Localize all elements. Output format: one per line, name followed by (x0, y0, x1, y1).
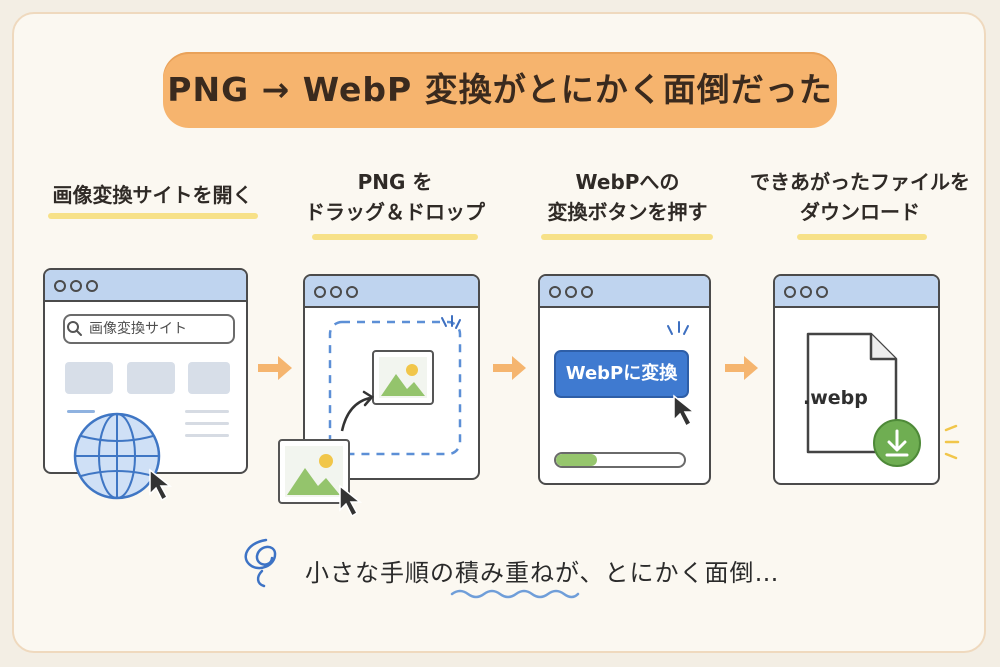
window-dot (800, 286, 812, 298)
content-text-line (185, 410, 229, 413)
window-dot (86, 280, 98, 292)
arrow-icon (258, 356, 292, 380)
window-dot (816, 286, 828, 298)
step-3-label: WebPへの 変換ボタンを押す (515, 167, 740, 227)
convert-to-webp-button-label: WebPに変換 (565, 363, 678, 384)
cursor-icon (673, 394, 697, 428)
content-text-line (185, 434, 229, 437)
step-2-label-line2: ドラッグ＆ドロップ (305, 200, 485, 224)
window-dot (70, 280, 82, 292)
drop-zone[interactable] (328, 320, 462, 456)
content-tile (65, 362, 113, 394)
step-4-label-line1: できあがったファイルを (750, 170, 970, 194)
step-1-label-line1: 画像変換サイトを開く (52, 183, 253, 207)
window-dot (565, 286, 577, 298)
conversion-progress-bar (554, 452, 686, 468)
window-dot (346, 286, 358, 298)
spark-icon (667, 321, 689, 335)
image-icon (372, 350, 434, 405)
step-1-underline (48, 213, 258, 219)
step-4-label: できあがったファイルを ダウンロード (740, 167, 980, 227)
spark-icon (944, 424, 960, 460)
window-dot (314, 286, 326, 298)
spiral-icon (244, 538, 277, 588)
download-icon[interactable] (873, 419, 921, 467)
window-title-bar (305, 276, 478, 308)
step-2-label: PNG を ドラッグ＆ドロップ (285, 167, 505, 227)
conversion-progress-fill (556, 454, 597, 466)
window-dot (581, 286, 593, 298)
window-dot (54, 280, 66, 292)
window-title-bar (540, 276, 709, 308)
step-4-underline (797, 234, 927, 240)
content-link-line (67, 410, 95, 413)
content-tile (188, 362, 230, 394)
search-icon (67, 321, 82, 336)
step-2-underline (312, 234, 478, 240)
title-banner (163, 52, 837, 128)
step-4-label-line2: ダウンロード (800, 200, 920, 224)
window-dot (784, 286, 796, 298)
window-dot (330, 286, 342, 298)
image-icon (278, 439, 350, 504)
spark-icon (441, 315, 461, 329)
step-2-label-line1: PNG を (357, 170, 433, 194)
arrow-icon (725, 356, 758, 380)
window-dot (549, 286, 561, 298)
footer-message: 小さな手順の積み重ねが、とにかく面倒… (305, 559, 780, 587)
convert-to-webp-button[interactable] (554, 350, 689, 398)
globe-icon (73, 412, 161, 500)
file-icon (806, 332, 898, 454)
cursor-icon (149, 468, 173, 502)
step-1-label: 画像変換サイトを開く (35, 180, 270, 210)
wavy-underline (450, 589, 580, 599)
search-input-text: 画像変換サイト (89, 321, 187, 337)
page-title: PNG → WebP 変換がとにかく面倒だった (167, 70, 833, 109)
step-3-label-line1: WebPへの (575, 170, 680, 194)
arrow-icon (493, 356, 526, 380)
cursor-icon (339, 484, 363, 518)
step-3-underline (541, 234, 713, 240)
content-tile (127, 362, 175, 394)
drag-arrow-icon (340, 390, 374, 432)
step-3-label-line2: 変換ボタンを押す (547, 200, 708, 224)
window-title-bar (775, 276, 938, 308)
content-text-line (185, 422, 229, 425)
search-input[interactable] (63, 314, 235, 344)
file-extension-label: .webp (803, 387, 868, 409)
window-title-bar (45, 270, 246, 302)
